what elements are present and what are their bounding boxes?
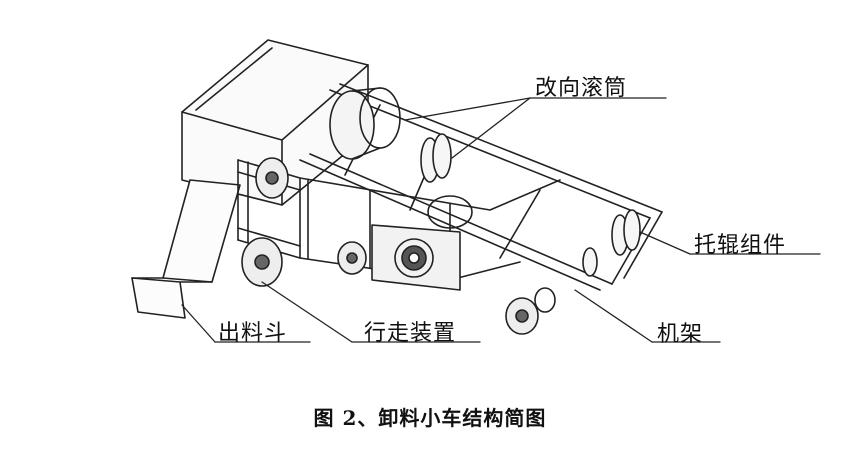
wheels — [241, 157, 556, 335]
frame-label: 机架 — [657, 322, 704, 347]
idler-assembly-label: 托辊组件 — [694, 233, 787, 258]
bend-pulley-label: 改向滚筒 — [535, 76, 628, 101]
drive-gear — [371, 195, 473, 291]
discharge-hopper-label: 出料斗 — [218, 321, 288, 346]
bend-pulley-top — [329, 87, 401, 160]
figure-caption: 图 2、卸料小车结构简图 — [313, 406, 547, 430]
travel-device-label: 行走装置 — [364, 321, 457, 346]
leader-lines — [181, 97, 821, 343]
discharge-chute — [131, 179, 241, 319]
idler-rollers — [420, 133, 641, 277]
